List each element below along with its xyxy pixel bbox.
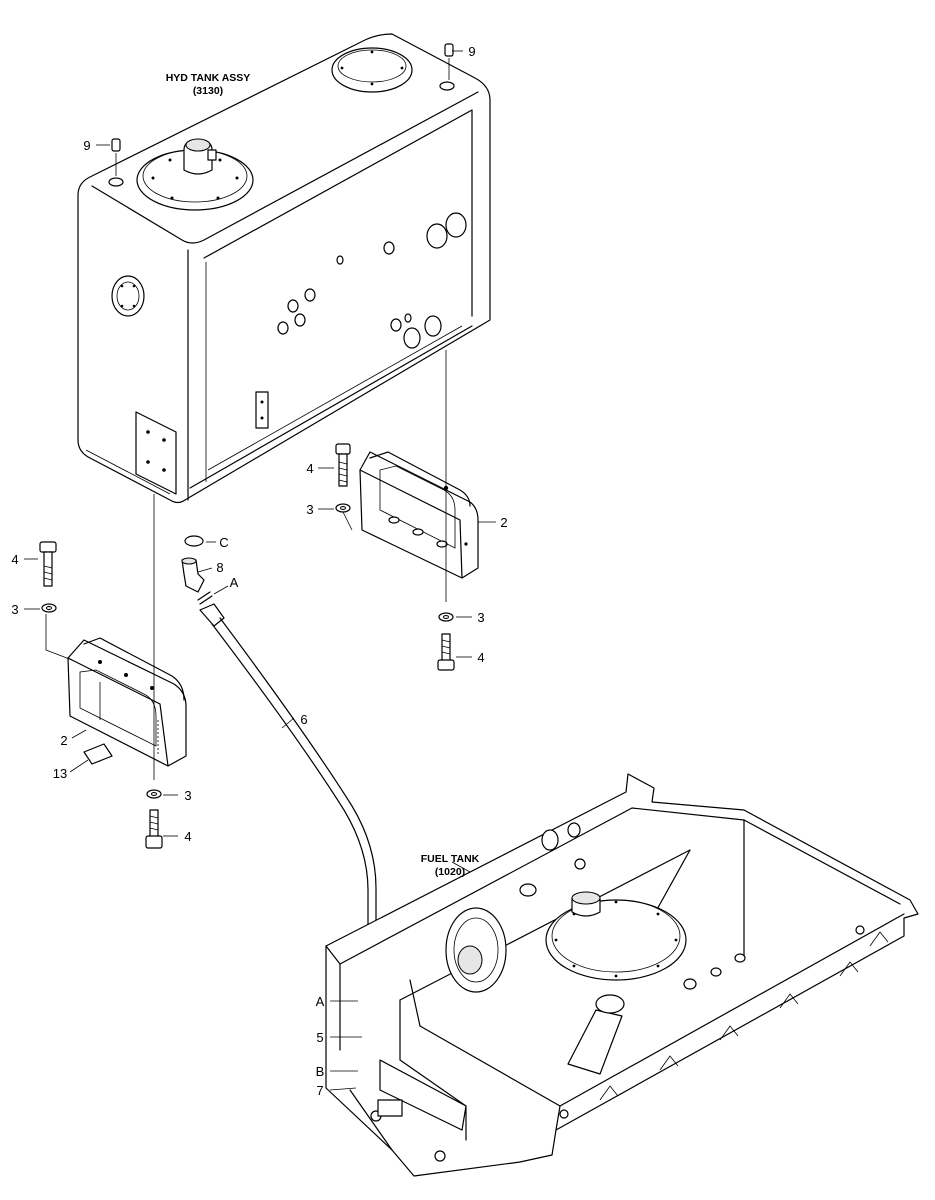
mount-bracket-left (67, 637, 187, 767)
callout-C: C (219, 535, 228, 550)
callout-3-left-bottom: 3 (184, 788, 191, 803)
washer-lower-right (438, 612, 454, 622)
callout-B: B (316, 1064, 325, 1079)
callout-A-upper: A (230, 575, 239, 590)
callout-4-left-bottom: 4 (184, 829, 191, 844)
callout-2-left: 2 (60, 733, 67, 748)
washer-upper-right (335, 503, 353, 531)
callout-labels: 9 9 4 3 2 C 8 A 4 3 3 4 6 2 13 3 4 A 5 B… (11, 44, 507, 1098)
bolt-left-top (39, 541, 57, 587)
o-ring-A-upper (197, 591, 213, 605)
shim-item-13 (83, 743, 113, 765)
o-ring-C (184, 535, 204, 547)
bolt-upper-right (335, 443, 351, 487)
callout-9-left: 9 (83, 138, 90, 153)
plug-item-9-left (111, 138, 121, 176)
callout-6: 6 (300, 712, 307, 727)
fuel-tank (325, 773, 919, 1177)
leader-lines (24, 50, 496, 1091)
callout-8: 8 (216, 560, 223, 575)
bolt-left-bottom (145, 809, 163, 849)
washer-left-top (41, 603, 73, 661)
callout-A-lower: A (316, 994, 325, 1009)
callout-4-upper-right: 4 (306, 461, 313, 476)
assembly-labels: HYD TANK ASSY (3130) FUEL TANK (1020) (166, 72, 480, 878)
hyd-tank-name: HYD TANK ASSY (166, 72, 251, 84)
callout-3-upper-right: 3 (306, 502, 313, 517)
hose-item-6 (199, 603, 379, 989)
callout-5: 5 (316, 1030, 323, 1045)
mount-bracket-right (359, 451, 479, 579)
callout-4-left-top: 4 (11, 552, 18, 567)
callout-13: 13 (53, 766, 67, 781)
callout-9-top: 9 (468, 44, 475, 59)
callout-7: 7 (316, 1083, 323, 1098)
callout-3-right-lower: 3 (477, 610, 484, 625)
bolt-lower-right (437, 633, 455, 671)
callout-4-right-lower: 4 (477, 650, 484, 665)
washer-left-bottom (146, 789, 162, 799)
callout-3-left-top: 3 (11, 602, 18, 617)
fuel-tank-code: (1020) (435, 866, 465, 878)
hyd-tank-code: (3130) (193, 85, 223, 97)
hyd-tank (77, 33, 491, 504)
plug-item-9-top (444, 43, 454, 80)
fitting-item-8 (181, 557, 205, 593)
callout-2-right: 2 (500, 515, 507, 530)
fuel-tank-name: FUEL TANK (421, 853, 480, 865)
